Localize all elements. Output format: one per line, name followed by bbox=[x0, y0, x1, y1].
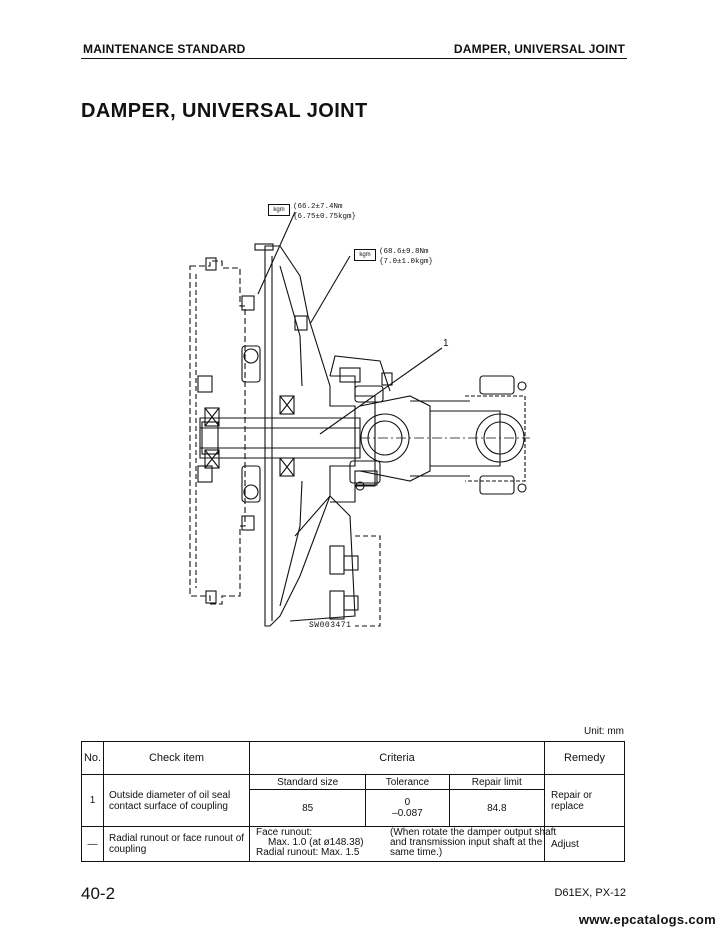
torque1-value: (66.2±7.4Nm bbox=[293, 203, 343, 211]
page-title: DAMPER, UNIVERSAL JOINT bbox=[81, 100, 368, 122]
unit-label: Unit: mm bbox=[584, 726, 624, 737]
torque1-kgm: {6.75±0.75kgm} bbox=[293, 213, 357, 221]
tolerance-value: 0 –0.087 bbox=[365, 789, 450, 826]
runout-measurement-note: (When rotate the damper output shaft and… bbox=[390, 827, 557, 858]
row1-remedy: Repair or replace bbox=[544, 774, 625, 827]
part-number-label: 1 bbox=[443, 338, 449, 349]
header-remedy: Remedy bbox=[544, 741, 625, 775]
subheader-standard-size: Standard size bbox=[250, 775, 366, 790]
row1-criteria: Standard size Tolerance Repair limit 85 … bbox=[249, 774, 545, 827]
face-runout-value: Max. 1.0 (at ø148.38) bbox=[268, 837, 364, 848]
model-label: D61EX, PX-12 bbox=[554, 887, 626, 899]
damper-universal-joint-drawing: kgm (66.2±7.4Nm {6.75±0.75kgm} kgm (68.6… bbox=[180, 196, 550, 636]
tolerance-upper: 0 bbox=[404, 797, 411, 808]
standard-size-value: 85 bbox=[302, 802, 314, 814]
torque2-value: (68.6±9.8Nm bbox=[379, 248, 429, 256]
watermark: www.epcatalogs.com bbox=[578, 912, 716, 927]
repair-limit-value: 84.8 bbox=[448, 789, 544, 826]
radial-runout-value: Radial runout: Max. 1.5 bbox=[256, 847, 360, 858]
page-number: 40-2 bbox=[81, 884, 116, 903]
subheader-tolerance: Tolerance bbox=[365, 775, 450, 790]
subheader-repair-limit: Repair limit bbox=[448, 775, 544, 790]
cross-section-drawing bbox=[189, 211, 530, 627]
header-criteria: Criteria bbox=[249, 741, 545, 775]
header-check-item: Check item bbox=[103, 741, 250, 775]
table-row: 1 Outside diameter of oil seal contact s… bbox=[81, 774, 625, 827]
header-topic-label: DAMPER, UNIVERSAL JOINT bbox=[453, 42, 625, 56]
row2-check-item: Radial runout or face runout of coupling bbox=[103, 826, 250, 862]
table-row: — Radial runout or face runout of coupli… bbox=[81, 826, 625, 862]
face-runout-label: Face runout: bbox=[256, 827, 313, 838]
row2-no: — bbox=[81, 826, 104, 862]
header-divider bbox=[81, 58, 627, 59]
header-no: No. bbox=[81, 741, 104, 775]
table-header-row: No. Check item Criteria Remedy bbox=[81, 741, 625, 775]
row1-check-item: Outside diameter of oil seal contact sur… bbox=[103, 774, 250, 827]
header-section-label: MAINTENANCE STANDARD bbox=[83, 42, 246, 56]
figure-id: SW003471 bbox=[309, 621, 352, 630]
row2-remedy: Adjust bbox=[544, 826, 625, 862]
maintenance-standard-table: No. Check item Criteria Remedy 1 Outside… bbox=[81, 741, 625, 862]
row1-no: 1 bbox=[81, 774, 104, 827]
torque2-kgm: {7.0±1.0kgm} bbox=[379, 258, 434, 266]
tolerance-lower: –0.087 bbox=[392, 808, 423, 819]
torque-wrench-icon: kgm bbox=[268, 204, 290, 216]
row2-criteria: Face runout: Max. 1.0 (at ø148.38) Radia… bbox=[249, 826, 556, 862]
torque-wrench-icon: kgm bbox=[354, 249, 376, 261]
